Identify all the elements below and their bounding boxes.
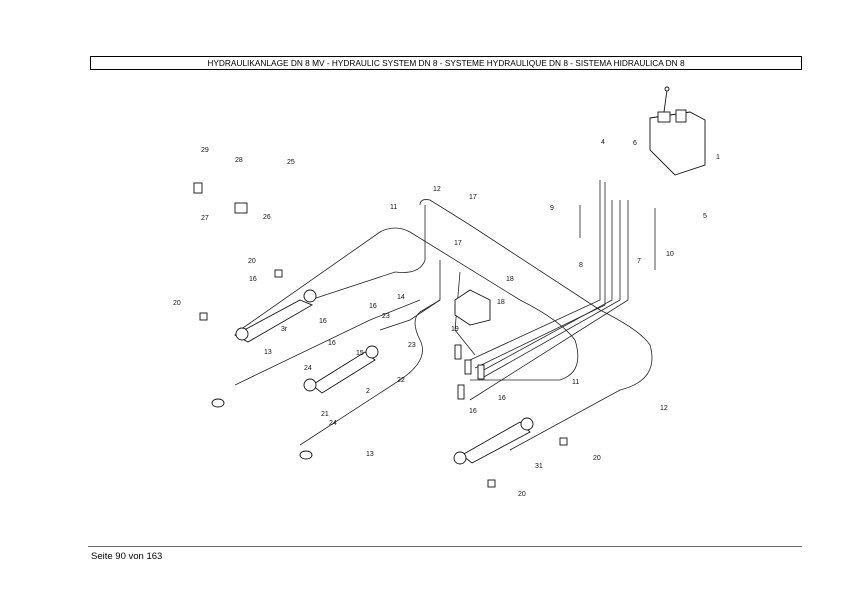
callout-label: 16	[369, 303, 377, 310]
callout-label: 27	[201, 215, 209, 222]
callout-label: 21	[321, 411, 329, 418]
page-title: HYDRAULIKANLAGE DN 8 MV - HYDRAULIC SYST…	[90, 56, 802, 70]
page-number: Seite 90 von 163	[91, 551, 163, 562]
callout-label: 20	[248, 258, 256, 265]
callout-label: 13	[366, 451, 374, 458]
callout-label: 16	[249, 276, 257, 283]
callout-label: 24	[329, 420, 337, 427]
callout-label: 3r	[281, 326, 288, 333]
callout-label: 15	[356, 350, 364, 357]
callout-label: 8	[579, 262, 583, 269]
callout-label: 7	[637, 258, 641, 265]
footer-divider	[88, 546, 802, 547]
callout-label: 12	[660, 405, 668, 412]
callout-label: 16	[319, 318, 327, 325]
callout-label: 28	[235, 157, 243, 164]
callout-label: 18	[506, 276, 514, 283]
callout-label: 13	[264, 349, 272, 356]
callout-label: 20	[518, 491, 526, 498]
callout-label: 20	[593, 455, 601, 462]
callout-label: 2	[366, 388, 370, 395]
components	[193, 86, 706, 488]
callout-label: 23	[408, 342, 416, 349]
callout-label: 22	[397, 377, 405, 384]
callout-label: 1	[716, 154, 720, 161]
callout-label: 24	[304, 365, 312, 372]
callout-label: 29	[201, 147, 209, 154]
callout-label: 12	[433, 186, 441, 193]
callout-label: 26	[263, 214, 271, 221]
callout-label: 23	[382, 313, 390, 320]
callout-label: 18	[497, 299, 505, 306]
callout-label: 11	[572, 379, 579, 386]
callout-label: 31	[535, 463, 543, 470]
callout-label: 17	[469, 194, 477, 201]
callout-label: 20	[173, 300, 181, 307]
callout-label: 19	[451, 326, 459, 333]
callout-label: 25	[287, 159, 295, 166]
callout-label: 10	[666, 251, 674, 258]
callout-labels: 29 28 25 27 26 11 12 17 17 18 18 1 4 6 9…	[173, 139, 720, 498]
callout-label: 4	[601, 139, 605, 146]
hydraulic-system-diagram: 29 28 25 27 26 11 12 17 17 18 18 1 4 6 9…	[173, 86, 720, 498]
callout-label: 5	[703, 213, 707, 220]
callout-label: 16	[469, 408, 477, 415]
callout-label: 16	[328, 340, 336, 347]
hoses	[234, 180, 656, 451]
callout-label: 9	[550, 205, 554, 212]
callout-label: 16	[498, 395, 506, 402]
callout-label: 6	[633, 140, 637, 147]
callout-label: 11	[390, 204, 397, 211]
callout-label: 17	[454, 240, 462, 247]
callout-label: 14	[397, 294, 405, 301]
